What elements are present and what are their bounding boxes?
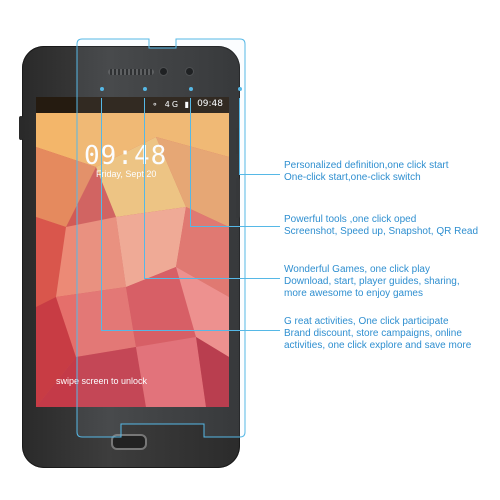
callout-detail: One-click start,one-click switch — [284, 172, 421, 183]
callout-dot — [100, 87, 104, 91]
front-camera-icon — [160, 68, 167, 75]
callout-dot — [189, 87, 193, 91]
home-button — [111, 434, 147, 450]
lock-screen: ⚬ 4G ▮ 09:48 09:48 Friday, Sept 20 swipe… — [36, 97, 229, 407]
callout-activities: G reat activities, One click participate… — [284, 316, 471, 352]
callout-tools: Powerful tools ,one click oped Screensho… — [284, 214, 478, 238]
callout-detail: Brand discount, store campaigns, online — [284, 328, 462, 339]
callout-title: G reat activities, One click participate — [284, 316, 449, 327]
leader-line — [101, 330, 280, 331]
leader-line — [190, 98, 191, 226]
leader-line — [239, 174, 280, 175]
lock-clock: 09:48 — [84, 141, 168, 171]
status-bar: ⚬ 4G ▮ 09:48 — [36, 97, 229, 113]
left-side-button — [19, 116, 23, 140]
callout-detail-2: more awesome to enjoy games — [284, 288, 423, 299]
leader-line — [101, 98, 102, 330]
lock-date: Friday, Sept 20 — [96, 169, 157, 179]
leader-line — [144, 278, 280, 279]
status-time: 09:48 — [197, 99, 223, 109]
volume-button — [236, 178, 240, 218]
callout-title: Personalized definition,one click start — [284, 160, 449, 171]
callout-detail-2: activities, one click explore and save m… — [284, 340, 472, 351]
callout-title: Wonderful Games, one click play — [284, 264, 430, 275]
callout-personalized: Personalized definition,one click start … — [284, 160, 449, 184]
proximity-sensor-icon — [186, 68, 193, 75]
callout-dot — [143, 87, 147, 91]
callout-detail: Screenshot, Speed up, Snapshot, QR Read — [284, 226, 479, 237]
leader-line — [190, 226, 280, 227]
earpiece-speaker — [108, 69, 154, 75]
callout-games: Wonderful Games, one click play Download… — [284, 264, 460, 300]
callout-title: Powerful tools ,one click oped — [284, 214, 417, 225]
signal-icons: ⚬ 4G ▮ — [151, 100, 191, 109]
leader-line — [239, 98, 240, 174]
leader-line — [144, 98, 145, 278]
callout-dot — [238, 87, 242, 91]
unlock-hint[interactable]: swipe screen to unlock — [56, 376, 148, 386]
callout-detail: Download, start, player guides, sharing, — [284, 276, 460, 287]
